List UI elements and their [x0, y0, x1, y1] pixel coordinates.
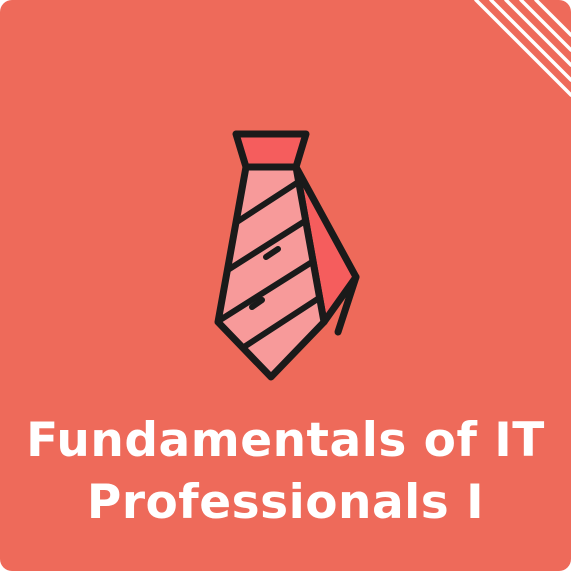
course-title: Fundamentals of IT Professionals I — [0, 410, 571, 534]
course-title-line-2: Professionals I — [86, 475, 485, 530]
corner-stripes-decoration — [474, 0, 571, 97]
necktie-icon — [214, 130, 360, 381]
course-title-line-1: Fundamentals of IT — [26, 413, 545, 468]
